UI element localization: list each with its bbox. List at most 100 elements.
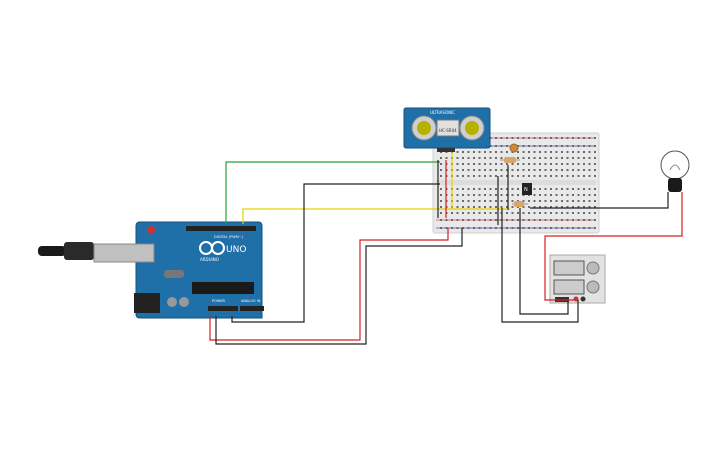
- breadboard-hole: [478, 200, 481, 202]
- ultrasonic-sensor[interactable]: ULTRASONIC HC-SR04: [403, 107, 491, 152]
- breadboard-hole: [511, 188, 514, 190]
- breadboard-hole: [500, 145, 503, 147]
- breadboard-hole: [583, 145, 585, 147]
- breadboard-hole: [566, 194, 569, 196]
- breadboard-hole: [539, 188, 541, 190]
- breadboard-hole: [456, 188, 459, 190]
- breadboard-hole: [555, 200, 558, 202]
- breadboard-hole: [588, 227, 591, 229]
- breadboard-hole: [462, 219, 464, 221]
- breadboard-hole: [572, 137, 574, 139]
- wire-black-3: [501, 208, 579, 323]
- breadboard-hole: [544, 188, 547, 190]
- breadboard-hole: [478, 206, 481, 208]
- breadboard-hole: [467, 206, 470, 208]
- breadboard-hole: [440, 188, 442, 190]
- wire-black-1: [231, 183, 440, 323]
- breadboard-hole: [517, 188, 519, 190]
- breadboard-hole: [577, 227, 580, 229]
- breadboard-hole: [451, 227, 453, 229]
- breadboard-hole: [533, 227, 536, 229]
- breadboard-hole: [522, 163, 525, 165]
- breadboard-hole: [588, 169, 591, 171]
- breadboard[interactable]: [432, 132, 600, 234]
- breadboard-hole: [566, 137, 569, 139]
- reset-button[interactable]: [147, 226, 155, 234]
- resistor-bottom[interactable]: [512, 201, 528, 207]
- breadboard-hole: [577, 175, 580, 177]
- breadboard-hole: [445, 157, 448, 159]
- light-bulb[interactable]: [660, 150, 690, 192]
- transistor[interactable]: N: [522, 183, 532, 195]
- breadboard-hole: [522, 151, 525, 153]
- breadboard-hole: [489, 227, 492, 229]
- relay-module[interactable]: [549, 254, 606, 304]
- breadboard-hole: [478, 151, 481, 153]
- breadboard-hole: [561, 137, 563, 139]
- breadboard-hole: [478, 169, 481, 171]
- breadboard-hole: [495, 206, 497, 208]
- breadboard-hole: [440, 169, 442, 171]
- breadboard-hole: [506, 151, 508, 153]
- wires: [209, 152, 683, 345]
- breadboard-hole: [561, 145, 563, 147]
- breadboard-hole: [533, 163, 536, 165]
- breadboard-hole: [456, 163, 459, 165]
- breadboard-hole: [539, 206, 541, 208]
- breadboard-hole: [588, 157, 591, 159]
- breadboard-hole: [572, 194, 574, 196]
- breadboard-hole: [478, 163, 481, 165]
- breadboard-hole: [550, 219, 552, 221]
- led-indicator[interactable]: [509, 143, 519, 153]
- breadboard-hole: [566, 206, 569, 208]
- breadboard-hole: [555, 175, 558, 177]
- breadboard-hole: [495, 200, 497, 202]
- breadboard-hole: [522, 200, 525, 202]
- breadboard-hole: [484, 157, 486, 159]
- breadboard-hole: [572, 157, 574, 159]
- breadboard-hole: [577, 163, 580, 165]
- breadboard-hole: [594, 163, 596, 165]
- wire-red-1: [209, 228, 449, 341]
- arduino-uno[interactable]: UNO ARDUINO DIGITAL (PWM~) POWER ANALOG …: [38, 221, 264, 319]
- breadboard-hole: [511, 227, 514, 229]
- breadboard-hole: [566, 163, 569, 165]
- breadboard-hole: [462, 206, 464, 208]
- breadboard-hole: [583, 194, 585, 196]
- breadboard-hole: [561, 200, 563, 202]
- breadboard-hole: [467, 227, 470, 229]
- breadboard-hole: [506, 163, 508, 165]
- breadboard-hole: [467, 200, 470, 202]
- breadboard-hole: [462, 169, 464, 171]
- breadboard-hole: [572, 200, 574, 202]
- breadboard-hole: [588, 206, 591, 208]
- breadboard-hole: [577, 219, 580, 221]
- resistor-top[interactable]: [500, 157, 520, 163]
- breadboard-hole: [467, 194, 470, 196]
- breadboard-hole: [583, 206, 585, 208]
- breadboard-hole: [467, 157, 470, 159]
- svg-text:N: N: [524, 187, 528, 193]
- breadboard-hole: [473, 194, 475, 196]
- breadboard-hole: [511, 137, 514, 139]
- breadboard-hole: [566, 169, 569, 171]
- breadboard-hole: [473, 212, 475, 214]
- breadboard-hole: [528, 169, 530, 171]
- breadboard-hole: [594, 212, 596, 214]
- breadboard-hole: [511, 200, 514, 202]
- breadboard-hole: [539, 151, 541, 153]
- power-jack: [134, 293, 160, 313]
- breadboard-hole: [462, 227, 464, 229]
- breadboard-hole: [440, 163, 442, 165]
- breadboard-hole: [456, 206, 459, 208]
- breadboard-hole: [478, 212, 481, 214]
- breadboard-hole: [550, 157, 552, 159]
- breadboard-hole: [572, 227, 574, 229]
- breadboard-hole: [555, 227, 558, 229]
- breadboard-hole: [478, 157, 481, 159]
- breadboard-hole: [462, 175, 464, 177]
- breadboard-hole: [594, 137, 596, 139]
- breadboard-hole: [583, 188, 585, 190]
- breadboard-hole: [539, 227, 541, 229]
